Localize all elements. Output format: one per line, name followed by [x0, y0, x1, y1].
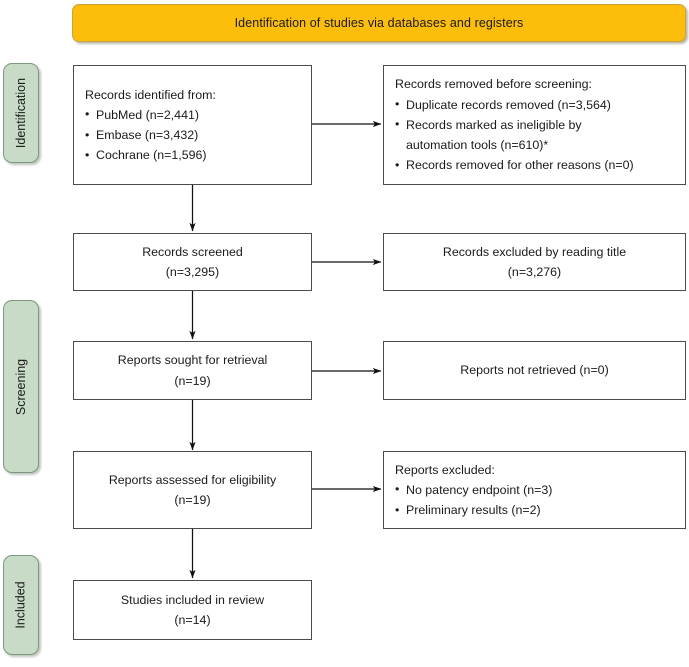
list-item: Records marked as ineligible by automati… — [395, 114, 674, 155]
banner-title: Identification of studies via databases … — [234, 16, 524, 30]
records-identified-list: PubMed (n=2,441) Embase (n=3,432) Cochra… — [85, 104, 300, 166]
list-item-line-continued: automation tools (n=610)* — [406, 138, 549, 153]
box-reports-sought: Reports sought for retrieval (n=19) — [73, 341, 312, 400]
box-reports-excluded: Reports excluded: No patency endpoint (n… — [383, 451, 686, 529]
stage-label-included: Included — [3, 555, 39, 655]
reports-excluded-header: Reports excluded: — [395, 462, 495, 477]
reports-not-retrieved-label: Reports not retrieved (n=0) — [460, 363, 609, 378]
box-records-screened: Records screened (n=3,295) — [73, 233, 312, 291]
studies-included-label: Studies included in review — [120, 592, 265, 607]
box-records-identified: Records identified from: PubMed (n=2,441… — [73, 65, 312, 185]
box-records-excluded: Records excluded by reading title (n=3,2… — [383, 233, 686, 291]
studies-included-count: (n=14) — [174, 613, 211, 627]
stage-label-screening: Screening — [3, 300, 39, 473]
reports-sought-count: (n=19) — [174, 373, 211, 388]
records-screened-label: Records screened — [142, 244, 243, 259]
records-screened-count: (n=3,295) — [165, 265, 220, 279]
box-reports-not-retrieved: Reports not retrieved (n=0) — [383, 341, 686, 400]
reports-assessed-label: Reports assessed for eligibility — [108, 472, 277, 487]
list-item: Duplicate records removed (n=3,564) — [395, 94, 674, 115]
stage-label-identification-text: Identification — [14, 77, 28, 149]
list-item: PubMed (n=2,441) — [85, 104, 300, 125]
list-item: No patency endpoint (n=3) — [395, 479, 674, 500]
records-excluded-count: (n=3,276) — [507, 265, 562, 279]
stage-label-screening-text: Screening — [14, 358, 29, 415]
box-records-removed: Records removed before screening: Duplic… — [383, 65, 686, 185]
records-removed-header: Records removed before screening: — [395, 77, 592, 92]
reports-excluded-list: No patency endpoint (n=3) Preliminary re… — [395, 479, 674, 520]
list-item: Embase (n=3,432) — [85, 124, 300, 145]
stage-label-included-text: Included — [14, 581, 29, 629]
list-item: Records removed for other reasons (n=0) — [395, 155, 674, 175]
box-studies-included: Studies included in review (n=14) — [73, 580, 312, 640]
reports-assessed-count: (n=19) — [174, 493, 211, 507]
list-item: Cochrane (n=1,596) — [85, 145, 300, 165]
reports-sought-label: Reports sought for retrieval — [117, 353, 268, 368]
box-reports-assessed: Reports assessed for eligibility (n=19) — [73, 451, 312, 529]
records-excluded-label: Records excluded by reading title — [442, 244, 627, 259]
records-removed-list: Duplicate records removed (n=3,564) Reco… — [395, 94, 674, 176]
stage-label-identification: Identification — [3, 63, 39, 163]
records-identified-header: Records identified from: — [85, 87, 216, 102]
identification-banner: Identification of studies via databases … — [72, 4, 686, 42]
list-item: Preliminary results (n=2) — [395, 500, 674, 520]
list-item-line: Records marked as ineligible by — [406, 117, 582, 132]
